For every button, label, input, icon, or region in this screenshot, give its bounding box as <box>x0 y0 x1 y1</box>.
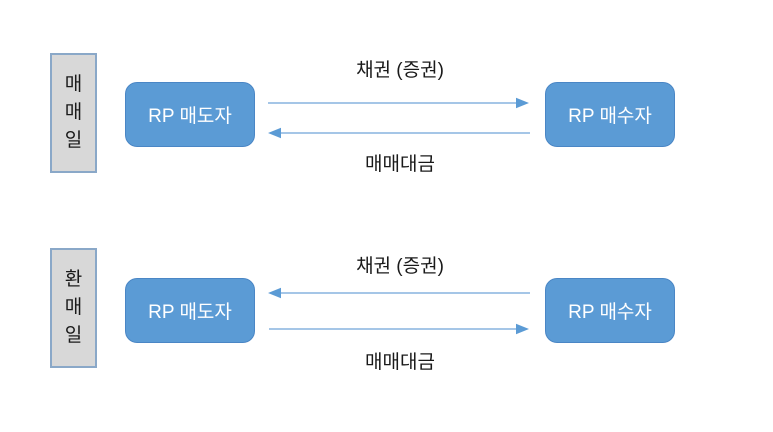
arrow-bond-to-seller <box>268 287 530 299</box>
label-sale-proceeds-repurchase: 매매대금 <box>365 352 435 373</box>
arrow-bond-to-buyer <box>268 97 529 109</box>
node-label: RP 매수자 <box>568 302 652 323</box>
arrow-payment-to-seller <box>268 127 530 139</box>
node-rp-seller-repurchase: RP 매도자 <box>125 278 255 343</box>
arrow-payment-to-buyer <box>269 323 529 335</box>
stage-box-trade-date: 매매일 <box>50 53 97 173</box>
node-label: RP 매도자 <box>148 106 232 127</box>
node-rp-buyer-trade: RP 매수자 <box>545 82 675 147</box>
stage-box-repurchase-date: 환매일 <box>50 248 97 368</box>
node-label: RP 매수자 <box>568 106 652 127</box>
stage-label: 매매일 <box>64 74 83 151</box>
label-bond-securities-repurchase: 채권 (증권) <box>356 256 444 277</box>
node-rp-buyer-repurchase: RP 매수자 <box>545 278 675 343</box>
label-bond-securities-trade: 채권 (증권) <box>356 60 444 81</box>
label-sale-proceeds-trade: 매매대금 <box>365 154 435 175</box>
node-label: RP 매도자 <box>148 302 232 323</box>
node-rp-seller-trade: RP 매도자 <box>125 82 255 147</box>
stage-label: 환매일 <box>64 269 83 346</box>
